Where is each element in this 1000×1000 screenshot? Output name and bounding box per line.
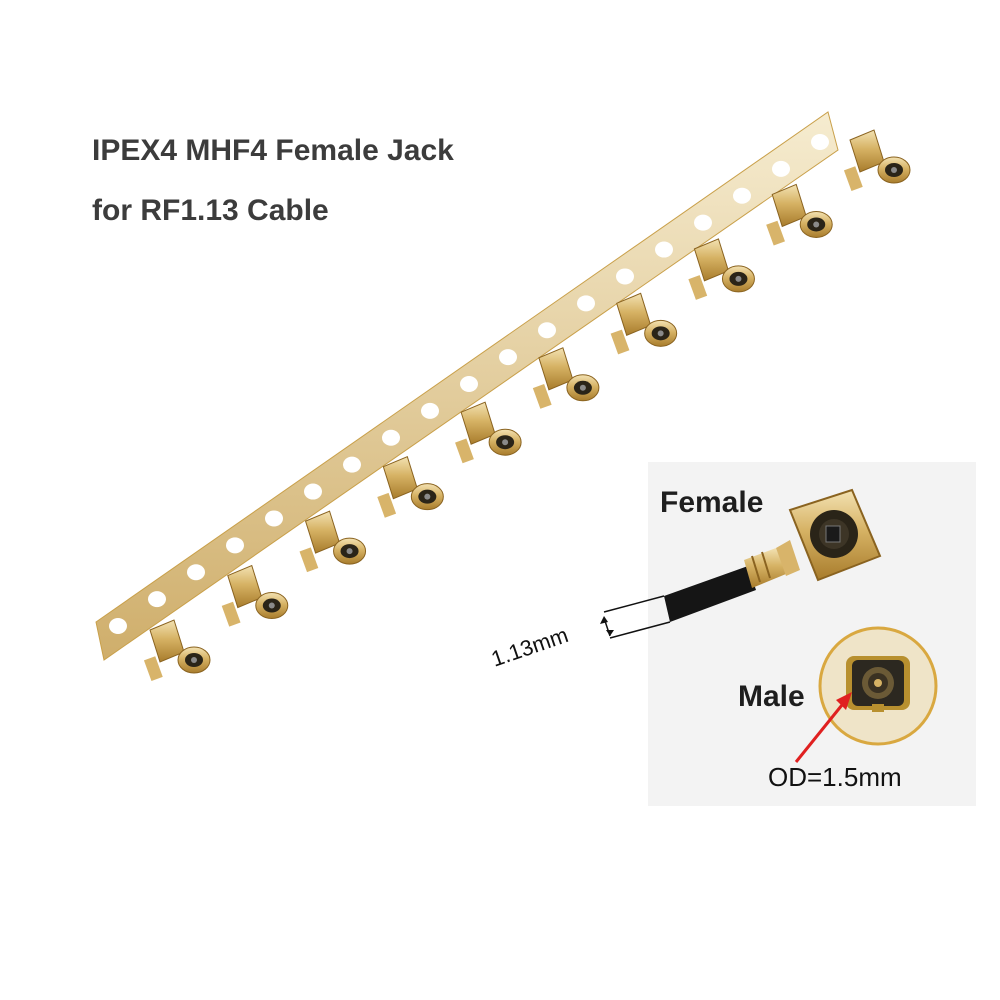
- carrier-hole: [148, 591, 166, 608]
- female-jack-part: [688, 238, 755, 300]
- dimension-lines: [600, 595, 671, 639]
- female-jack-part: [221, 564, 289, 627]
- carrier-hole: [265, 510, 283, 527]
- carrier-band: [95, 111, 839, 661]
- od-label: OD=1.5mm: [768, 762, 902, 792]
- female-jack-part: [610, 292, 678, 355]
- carrier-hole: [109, 618, 127, 634]
- carrier-hole: [655, 241, 673, 258]
- carrier-hole: [616, 268, 634, 285]
- carrier-hole: [460, 376, 478, 392]
- female-jack-part: [532, 347, 600, 409]
- carrier-hole: [772, 160, 790, 177]
- carrier-hole: [226, 537, 244, 554]
- carrier-hole: [343, 456, 361, 473]
- female-jack-part: [377, 455, 444, 518]
- carrier-hole: [499, 349, 517, 366]
- page-title-line-1: IPEX4 MHF4 Female Jack: [92, 134, 454, 167]
- female-label: Female: [660, 486, 764, 519]
- female-connector-image: [776, 488, 882, 582]
- male-connector-image: [818, 626, 938, 746]
- carrier-hole: [538, 322, 556, 339]
- red-arrow: [794, 692, 852, 763]
- male-label: Male: [738, 680, 805, 713]
- female-jack-part: [766, 183, 833, 246]
- female-jack-part: [455, 401, 522, 464]
- page-title-line-2: for RF1.13 Cable: [92, 194, 329, 227]
- connector-row: [143, 129, 911, 682]
- carrier-hole: [382, 429, 400, 446]
- carrier-hole: [577, 295, 595, 312]
- carrier-hole: [187, 564, 205, 581]
- cable-image: [664, 548, 786, 622]
- carrier-hole: [811, 134, 829, 150]
- carrier-hole: [694, 214, 712, 231]
- female-jack-part: [843, 129, 911, 192]
- carrier-hole: [733, 187, 751, 204]
- carrier-hole: [421, 402, 439, 419]
- carrier-hole: [304, 483, 322, 500]
- female-jack-part: [299, 510, 367, 573]
- female-jack-part: [143, 619, 211, 682]
